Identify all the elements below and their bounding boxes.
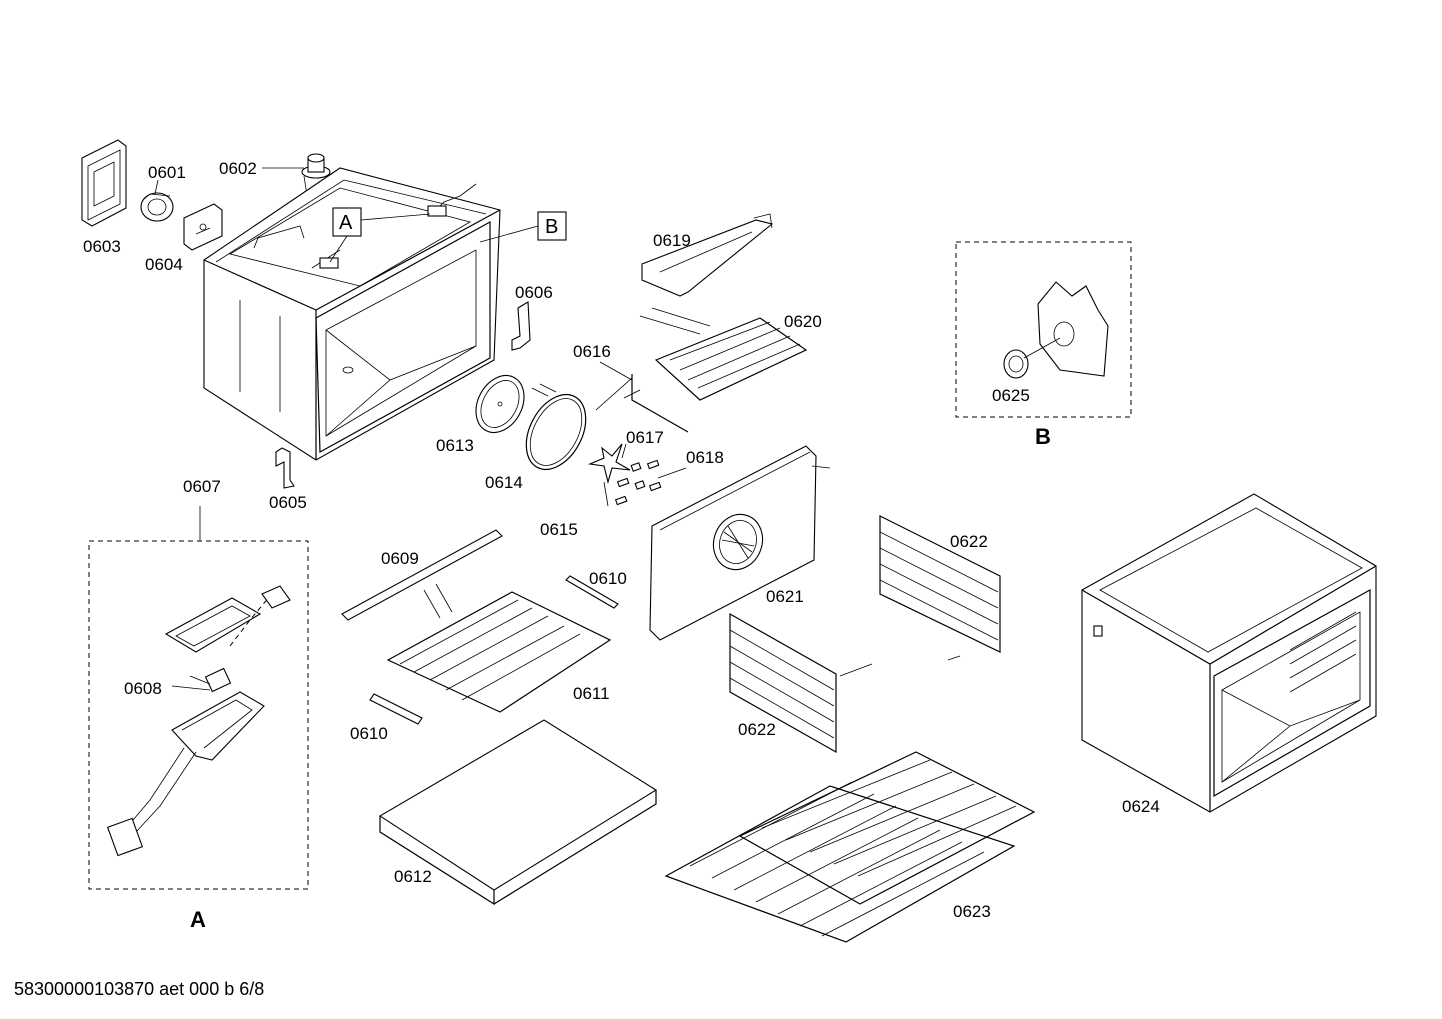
part-0612-tray xyxy=(378,719,658,906)
label-0622-left: 0622 xyxy=(738,720,776,739)
label-0624: 0624 xyxy=(1122,797,1160,816)
detail-b-box xyxy=(955,241,1132,418)
callout-a xyxy=(329,207,431,263)
part-0623-racks xyxy=(664,751,1036,943)
part-0616-sensor xyxy=(623,374,689,433)
callout-b-letter: B xyxy=(545,216,558,238)
label-0603: 0603 xyxy=(83,237,121,256)
part-0613-disc xyxy=(475,375,525,433)
callout-a-letter: A xyxy=(339,212,353,234)
label-0608: 0608 xyxy=(124,679,162,698)
part-0609-strip xyxy=(341,529,503,621)
part-0620-top-element xyxy=(639,307,808,401)
label-0619: 0619 xyxy=(653,231,691,250)
part-0606-bracket xyxy=(511,301,531,351)
label-0615: 0615 xyxy=(540,520,578,539)
part-0601-motor xyxy=(140,192,174,222)
label-0609: 0609 xyxy=(381,549,419,568)
label-0612: 0612 xyxy=(394,867,432,886)
callout-b xyxy=(479,211,567,243)
label-0623: 0623 xyxy=(953,902,991,921)
part-0621-back-panel xyxy=(649,445,831,641)
part-0603-cover xyxy=(81,139,127,227)
label-0618: 0618 xyxy=(686,448,724,467)
part-0604-plate xyxy=(183,203,223,251)
part-0622-rack-right xyxy=(879,515,1001,661)
part-0624-lower-cavity xyxy=(1081,493,1377,813)
part-0615-fan xyxy=(587,443,631,485)
label-0620: 0620 xyxy=(784,312,822,331)
label-0622-right: 0622 xyxy=(950,532,988,551)
label-0625: 0625 xyxy=(992,386,1030,405)
label-0602: 0602 xyxy=(219,159,257,178)
detail-b-title: B xyxy=(1035,424,1051,449)
part-0602-vent xyxy=(301,153,331,203)
label-0613: 0613 xyxy=(436,436,474,455)
part-0610-strip-lower xyxy=(369,693,423,725)
label-0610-upper: 0610 xyxy=(589,569,627,588)
label-0614: 0614 xyxy=(485,473,523,492)
part-0610-strip-upper xyxy=(565,575,619,609)
label-0621: 0621 xyxy=(766,587,804,606)
part-0619-plate xyxy=(641,213,774,297)
part-0605-bracket xyxy=(275,447,295,489)
label-0605: 0605 xyxy=(269,493,307,512)
part-0622-rack-left xyxy=(729,612,873,754)
label-0617: 0617 xyxy=(626,428,664,447)
label-0607: 0607 xyxy=(183,477,221,496)
wiring-harness xyxy=(311,183,477,269)
part-0611-bottom-element xyxy=(386,583,612,713)
label-0604: 0604 xyxy=(145,255,183,274)
label-0601: 0601 xyxy=(148,163,186,182)
detail-a-title: A xyxy=(190,907,206,932)
label-0616: 0616 xyxy=(573,342,611,361)
leader-lines xyxy=(154,167,687,691)
detail-a-box xyxy=(88,506,309,890)
upper-oven-cavity xyxy=(203,167,501,461)
small-screws xyxy=(614,459,662,506)
part-labels: 0601 0602 0603 0604 0605 0606 0607 0608 … xyxy=(83,159,1160,932)
part-0614-ring xyxy=(525,383,587,470)
label-0610-lower: 0610 xyxy=(350,724,388,743)
label-0606: 0606 xyxy=(515,283,553,302)
label-0611: 0611 xyxy=(573,684,610,703)
document-footer-code: 58300000103870 aet 000 b 6/8 xyxy=(14,979,265,999)
